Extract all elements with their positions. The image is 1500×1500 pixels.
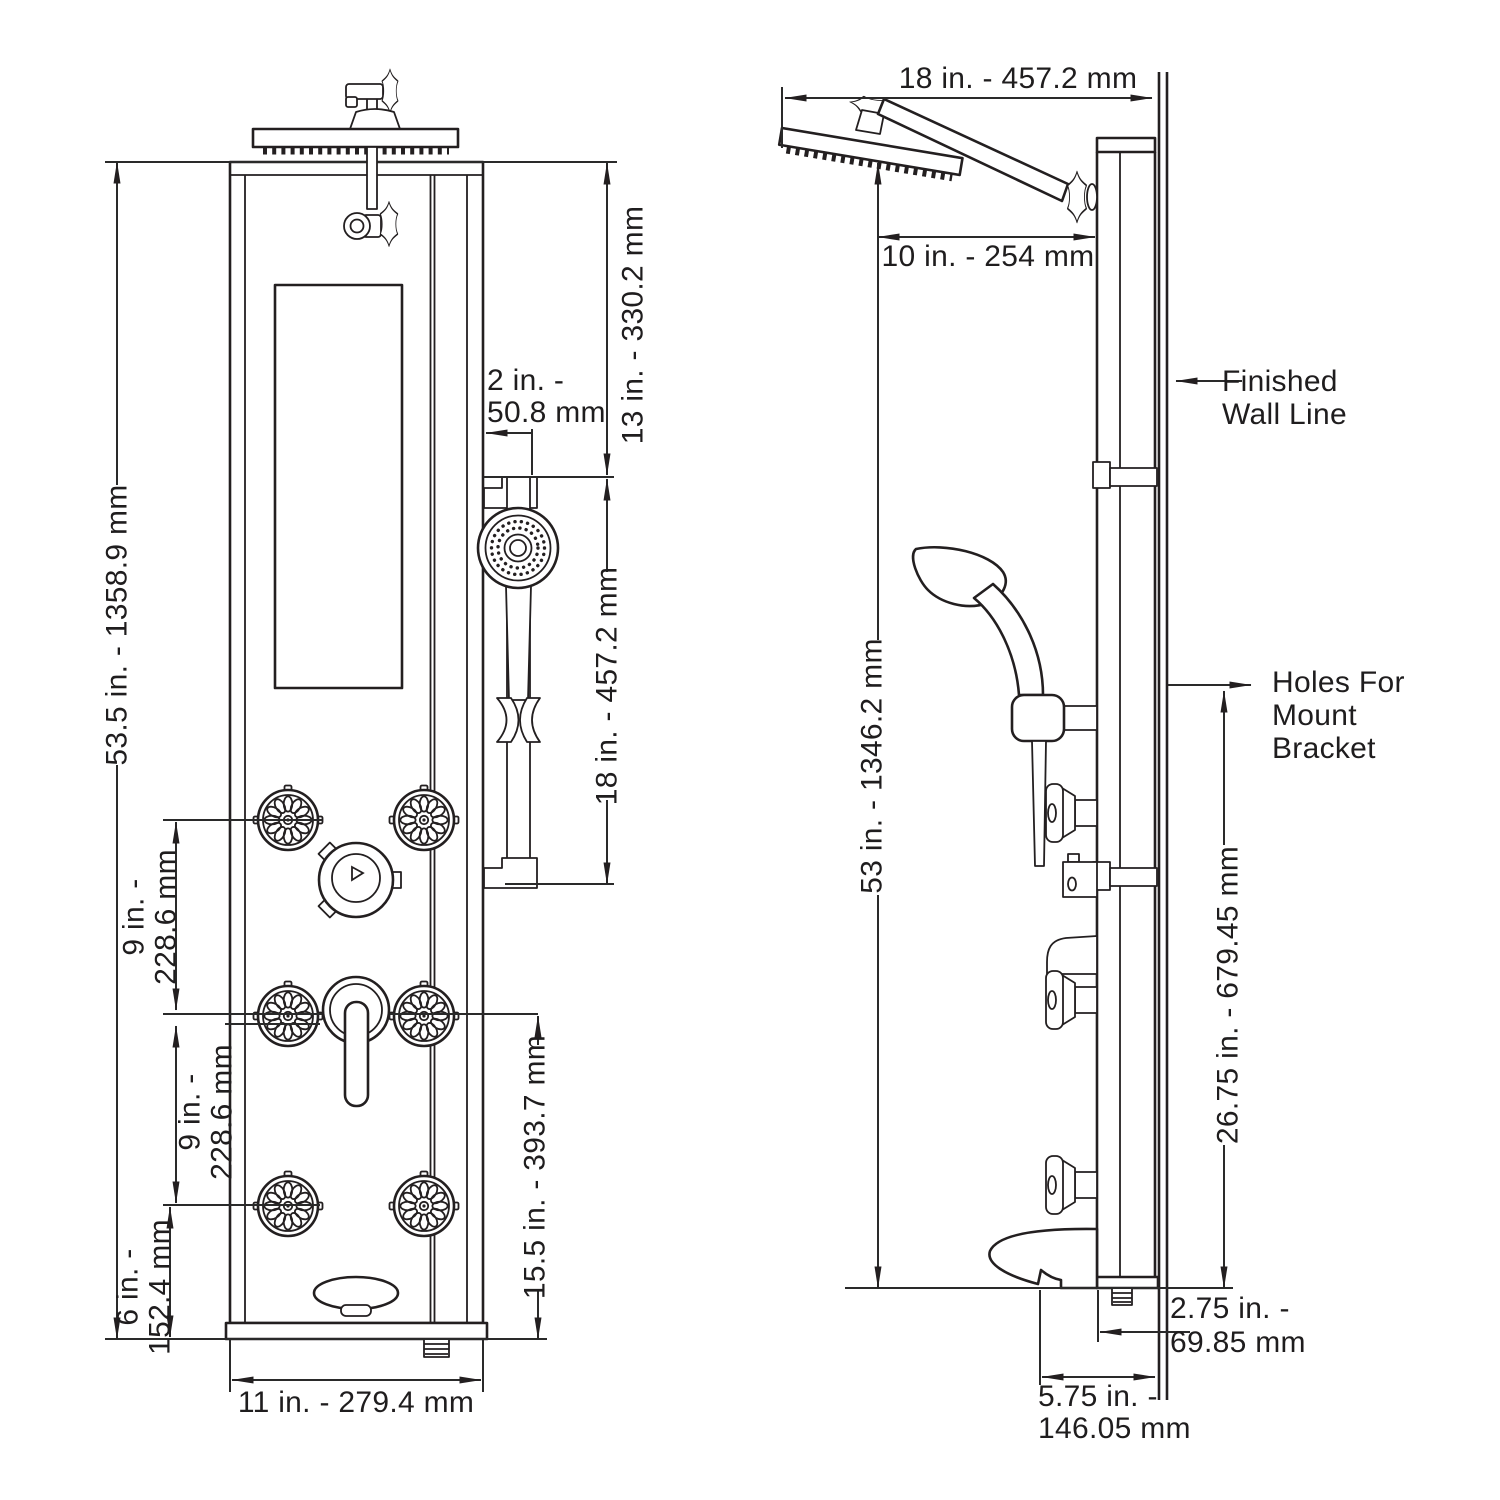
dim-spout-to-middle-jets: 15.5 in. - 393.7 mm <box>519 1035 552 1299</box>
front-lower-valve <box>343 146 399 247</box>
side-body-jet <box>1045 783 1098 843</box>
side-holder <box>1010 693 1066 743</box>
front-drain-stub <box>423 1338 450 1358</box>
arm-cross-handle <box>1066 170 1088 224</box>
diverter-pointer <box>351 865 365 882</box>
hand-shower-face <box>476 506 560 590</box>
dim-handshower-offset-2: 50.8 mm <box>487 396 606 429</box>
front-dimensions: 53.5 in. - 1358.9 mm 13 in. - 330.2 mm 2… <box>101 146 650 1419</box>
side-panel-base <box>1095 1275 1160 1290</box>
front-display-window <box>273 283 404 690</box>
dim-head-reach: 18 in. - 457.2 mm <box>899 62 1138 95</box>
front-rain-head <box>251 127 460 149</box>
front-head-mount <box>349 108 401 130</box>
dim-spout-depth-2: 146.05 mm <box>1038 1412 1191 1445</box>
rail-holder-left <box>496 697 520 743</box>
dim-spout-to-bottom-jets-2: 152.4 mm <box>144 1219 177 1355</box>
label-finished-wall-2: Wall Line <box>1222 398 1347 431</box>
mount-bracket-lower <box>1092 861 1158 891</box>
rail-bottom-bracket <box>483 857 538 889</box>
front-panel-base <box>224 1321 489 1341</box>
diverter-knob <box>317 841 402 919</box>
ext-jet-row2 <box>163 1013 538 1025</box>
front-panel-inner-lines <box>230 174 483 1322</box>
side-dimensions: 18 in. - 457.2 mm 10 in. - 254 mm 53 in.… <box>781 62 1405 1445</box>
front-top-valve-body <box>345 83 384 100</box>
dim-jet-spacing-upper-2: 228.6 mm <box>150 849 183 985</box>
ext-width <box>229 1339 484 1392</box>
dim-panel-depth-1: 2.75 in. - <box>1170 1292 1290 1325</box>
dim-handshower-offset-1: 2 in. - <box>487 364 564 397</box>
mount-bracket-upper <box>1092 461 1158 489</box>
label-mount-bracket-3: Bracket <box>1272 732 1376 765</box>
side-panel-top-cap <box>1095 136 1157 154</box>
label-mount-bracket-2: Mount <box>1272 699 1357 732</box>
dim-jet-spacing-lower-1: 9 in. - <box>174 1073 207 1150</box>
label-mount-bracket-1: Holes For <box>1272 666 1405 699</box>
rail-holder-right <box>519 697 541 743</box>
side-hand-shower-neck <box>972 582 1045 697</box>
dim-handshower-travel: 18 in. - 457.2 mm <box>591 567 624 806</box>
front-shower-head-assembly <box>251 68 460 155</box>
side-body-jet <box>1045 1155 1098 1215</box>
front-tub-spout <box>312 1275 400 1317</box>
label-finished-wall-1: Finished <box>1222 365 1338 398</box>
lever-handle <box>321 975 391 1108</box>
side-lever-cluster <box>1045 935 1098 1030</box>
side-handle-bar <box>1031 740 1047 867</box>
dim-panel-width: 11 in. - 279.4 mm <box>238 1386 474 1419</box>
side-diverter <box>1062 853 1098 898</box>
lever-grip <box>343 1000 370 1108</box>
dim-spout-depth-1: 5.75 in. - <box>1038 1380 1158 1413</box>
dim-jet-spacing-lower-2: 228.6 mm <box>206 1044 239 1180</box>
side-rain-head-nozzles <box>785 146 953 182</box>
hand-shower-handle <box>505 585 532 701</box>
front-top-valve-nub <box>345 96 358 108</box>
front-panel <box>224 160 489 1358</box>
dim-spout-to-bottom-jets-1: 6 in. - <box>112 1248 145 1325</box>
dim-front-total-height: 53.5 in. - 1358.9 mm <box>101 484 134 765</box>
dim-mount-holes-height: 26.75 in. - 679.45 mm <box>1212 846 1245 1144</box>
side-hand-shower <box>911 545 1098 867</box>
dim-jet-spacing-upper-1: 9 in. - <box>118 878 151 955</box>
side-view <box>777 72 1169 1400</box>
dim-head-to-panel: 10 in. - 254 mm <box>882 240 1095 273</box>
shower-arm <box>876 97 1070 203</box>
front-view <box>224 68 560 1358</box>
front-hand-shower-rail <box>476 476 560 889</box>
front-top-cross-handle <box>381 68 399 114</box>
dim-top-to-handshower: 13 in. - 330.2 mm <box>617 206 650 445</box>
side-tub-spout <box>988 1227 1099 1290</box>
side-rain-head <box>777 126 964 182</box>
arm-wall-disc <box>1086 183 1098 211</box>
finished-wall-line <box>1157 72 1169 1400</box>
holder-arm <box>1059 705 1098 731</box>
side-drain-stub <box>1111 1287 1133 1306</box>
side-panel <box>1092 136 1160 1306</box>
dim-panel-depth-2: 69.85 mm <box>1170 1326 1306 1359</box>
side-panel-faces <box>1095 152 1157 1277</box>
dim-side-total-height: 53 in. - 1346.2 mm <box>856 638 889 894</box>
side-shower-head-assembly <box>777 93 1098 224</box>
